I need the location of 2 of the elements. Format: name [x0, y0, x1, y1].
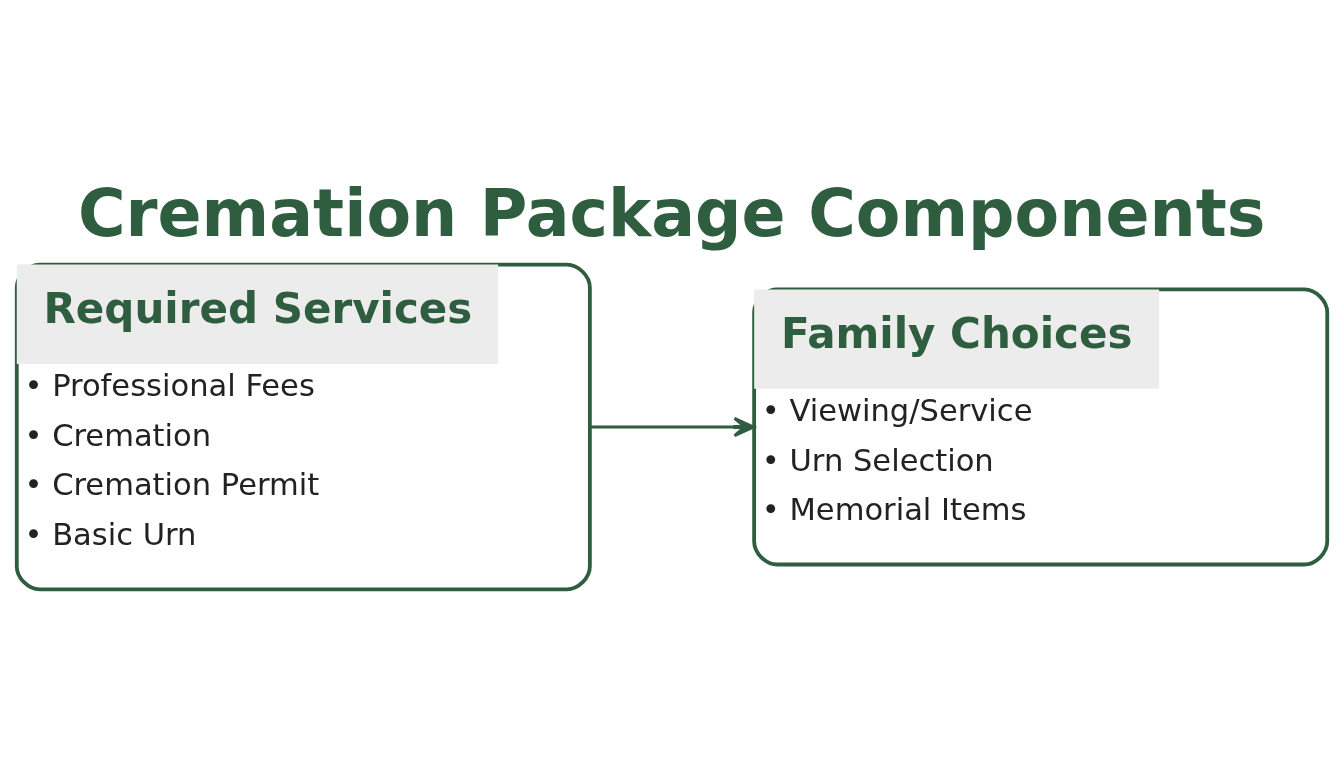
- diagram-title: Cremation Package Components: [77, 176, 1266, 252]
- arrow: [589, 416, 756, 437]
